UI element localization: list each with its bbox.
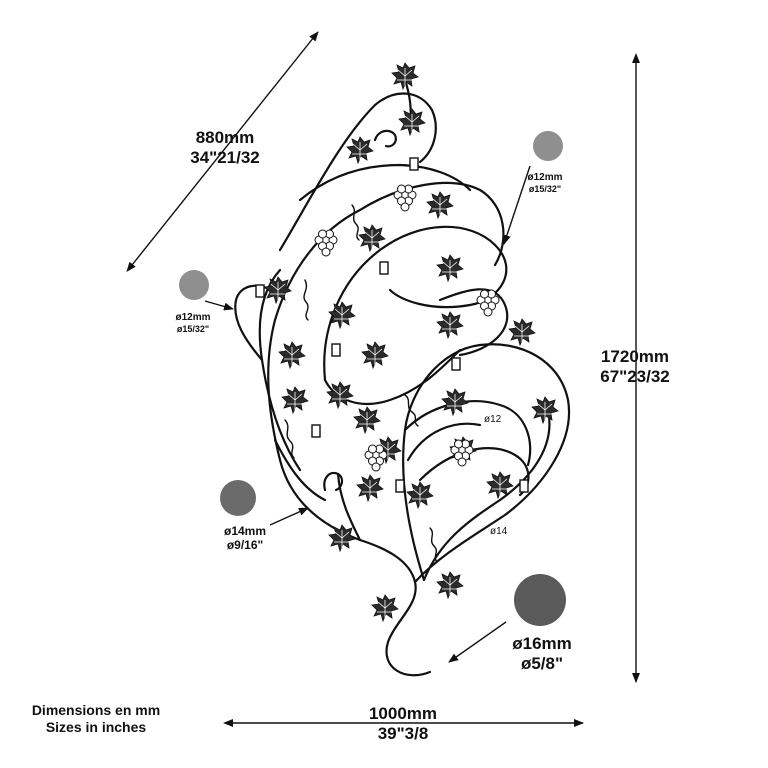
inline-diameter-14: ø14 bbox=[490, 526, 508, 537]
diameter-top-right-inch: ø15/32" bbox=[528, 184, 562, 194]
diameter-bottom-right-mm: ø16mm bbox=[512, 634, 572, 653]
diameter-label-top-right: ø12mm ø15/32" bbox=[510, 172, 580, 195]
diameter-pointers bbox=[204, 165, 531, 663]
units-footnote: Dimensions en mm Sizes in inches bbox=[6, 702, 186, 736]
diameter-left-mm: ø12mm bbox=[175, 312, 211, 323]
collar-bands bbox=[255, 157, 529, 493]
bar-sample-circle-12mm-top bbox=[533, 131, 563, 161]
base-mm: 1000mm bbox=[368, 704, 438, 723]
width-mm: 880mm bbox=[195, 128, 255, 147]
base-inch: 39"3/8 bbox=[377, 724, 429, 744]
diameter-lower-left-inch: ø9/16" bbox=[226, 538, 264, 553]
inline-diameter-12: ø12 bbox=[484, 414, 502, 425]
dimension-lines bbox=[126, 31, 640, 727]
bar-sample-circle-12mm-left bbox=[179, 270, 209, 300]
diameter-bottom-right-inch: ø5/8" bbox=[520, 654, 564, 674]
bar-sample-circle-16mm bbox=[514, 574, 566, 626]
base-dimension-label: 1000mm 39"3/8 bbox=[348, 704, 458, 745]
diameter-lower-left-mm: ø14mm bbox=[223, 524, 267, 538]
height-dimension-label: 1720mm 67"23/32 bbox=[580, 347, 690, 388]
width-inch: 34"21/32 bbox=[190, 148, 260, 168]
diameter-left-inch: ø15/32" bbox=[176, 324, 210, 334]
units-line-2: Sizes in inches bbox=[45, 718, 147, 735]
diameter-label-bottom-right: ø16mm ø5/8" bbox=[492, 634, 592, 675]
bar-sample-circle-14mm bbox=[220, 480, 256, 516]
diameter-label-lower-left: ø14mm ø9/16" bbox=[205, 524, 285, 553]
diameter-top-right-mm: ø12mm bbox=[527, 172, 563, 183]
diameter-label-left: ø12mm ø15/32" bbox=[158, 312, 228, 335]
width-dimension-label: 880mm 34"21/32 bbox=[170, 128, 280, 169]
height-mm: 1720mm bbox=[600, 347, 670, 366]
units-line-1: Dimensions en mm bbox=[31, 702, 161, 718]
width-dimension-line bbox=[126, 31, 319, 273]
height-inch: 67"23/32 bbox=[600, 367, 670, 387]
